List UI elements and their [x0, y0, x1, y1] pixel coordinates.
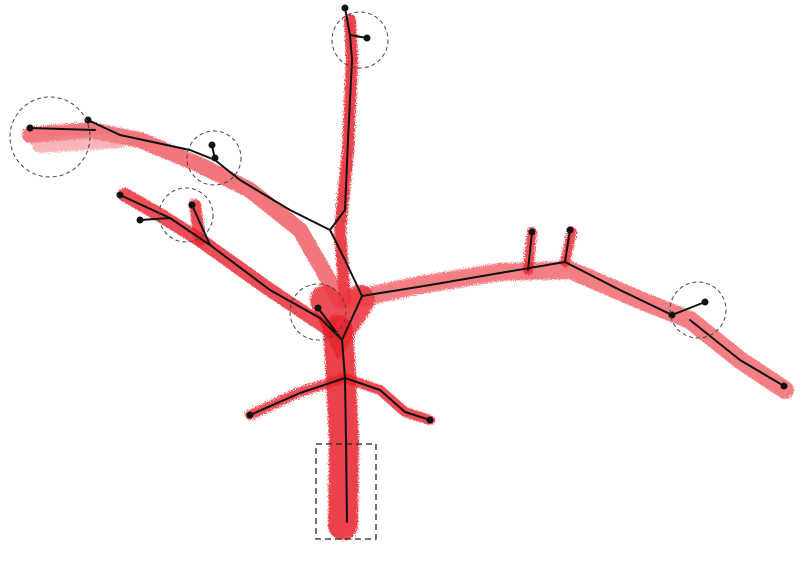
skeleton-mid-left [119, 194, 343, 341]
skeleton-right [361, 261, 673, 316]
node [528, 228, 536, 236]
trunk-box [315, 443, 377, 540]
lower-right-branch-cloud [340, 373, 435, 425]
trunk-base-cloud [310, 285, 375, 360]
skeleton-mid-left-lower [139, 217, 171, 221]
upper-left-branch-cloud [22, 121, 348, 308]
skeleton-right-long [689, 319, 785, 387]
leader-cloud [333, 14, 359, 306]
node [341, 4, 349, 12]
node [188, 201, 196, 209]
highlight-circle [331, 11, 389, 69]
node [426, 416, 434, 424]
node [701, 298, 709, 306]
skeleton-nodes [26, 4, 788, 424]
skeleton-right-tip [671, 301, 706, 316]
node [84, 116, 92, 124]
skeleton-short-spur [317, 307, 343, 341]
mid-left-spur-cloud [189, 199, 206, 246]
skeleton-upper-left-tip [29, 127, 96, 131]
node [116, 191, 124, 199]
point-cloud [22, 14, 794, 540]
skeleton-leader [329, 7, 363, 297]
highlight-circle [186, 130, 242, 186]
highlight-circle [669, 281, 727, 339]
node [566, 226, 574, 234]
node [211, 154, 219, 162]
skeleton-right-spur-1 [527, 231, 533, 271]
node [668, 311, 676, 319]
skeleton-right-spur-2 [564, 229, 571, 263]
node [363, 34, 371, 42]
skeleton [29, 7, 785, 523]
highlight-circle [289, 283, 347, 341]
node [208, 141, 216, 149]
skeleton-lower-right [344, 377, 431, 421]
skeleton-lower-left [249, 377, 346, 416]
node [780, 382, 788, 390]
node [246, 411, 254, 419]
node [314, 304, 322, 312]
highlight-circles [9, 11, 727, 341]
node [26, 124, 34, 132]
skeleton-mid-left-spur [191, 204, 211, 246]
highlight-circle [158, 187, 214, 243]
node [136, 216, 144, 224]
upper-left-branch-tip-cloud [32, 132, 128, 153]
highlight-circle [9, 96, 91, 178]
